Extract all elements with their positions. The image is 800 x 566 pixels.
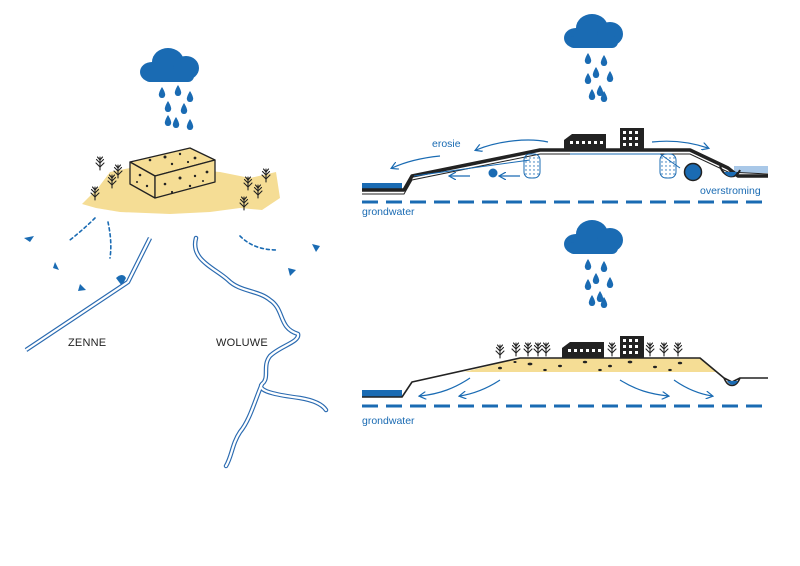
label-flooding: overstroming <box>700 185 761 197</box>
label-groundwater-bottom: grondwater <box>362 415 415 427</box>
house-icon <box>562 342 604 358</box>
map-panel: ZENNE WOLUWE <box>24 48 329 469</box>
label-groundwater-top: grondwater <box>362 206 415 218</box>
section-bottom: grondwater <box>362 220 768 427</box>
river-woluwe <box>192 235 329 469</box>
raindrop-icon <box>158 85 194 130</box>
building-icon <box>620 336 644 358</box>
building-icon <box>620 128 644 150</box>
cloud-icon <box>140 48 199 82</box>
river-zenne <box>24 236 153 352</box>
raindrop-icon <box>584 53 614 102</box>
house-icon <box>564 134 606 150</box>
label-woluwe: WOLUWE <box>216 337 268 349</box>
cloud-icon <box>564 220 623 254</box>
raindrop-icon <box>584 259 614 308</box>
label-zenne: ZENNE <box>68 337 106 349</box>
sponge-icon <box>129 147 216 199</box>
cloud-icon <box>564 14 623 48</box>
label-erosion: erosie <box>432 138 461 150</box>
section-top: erosie overstroming grondwater <box>362 14 769 218</box>
